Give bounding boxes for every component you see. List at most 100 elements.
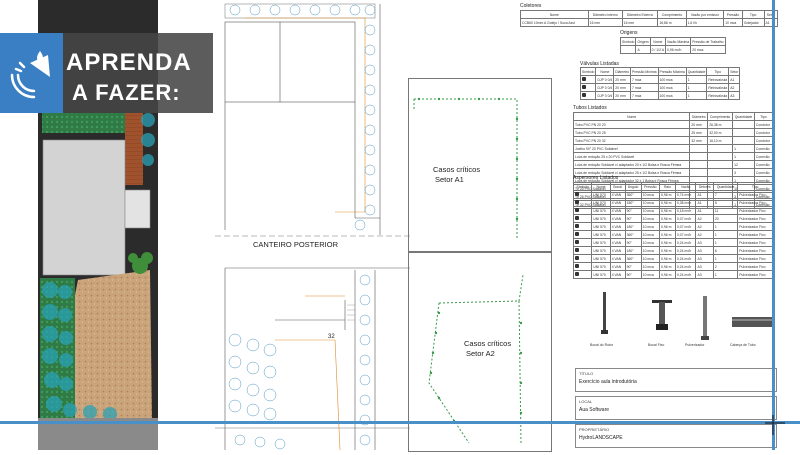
coletores-title: Coletores: [520, 3, 542, 9]
tubos-title: Tubos Listados: [573, 105, 607, 111]
aspersores-cell: [572, 238, 593, 247]
coletores-header-cell: Pressão: [723, 10, 743, 19]
tubos-cell: Conexão: [753, 152, 774, 161]
aspersores-cell: 90°: [624, 262, 642, 271]
sector-a1-subtitle: Setor A1: [435, 175, 464, 184]
aspersores-cell: 90°: [624, 214, 642, 223]
aspersores-cell: 0,96 m: [659, 198, 676, 207]
aspersores-cell: 0,24 m³/h: [674, 254, 697, 263]
aspersores-cell: 4 VAN: [609, 238, 626, 247]
pipe-head-icon: [732, 317, 772, 327]
aspersores-cell: 0,96 m: [659, 254, 676, 263]
coletores-cell: 16 mm: [587, 18, 623, 27]
tubos-cell: Tubo PVC PN 20 20: [572, 120, 691, 129]
aspersores-cell: 7: [712, 190, 739, 199]
aspersores-cell: UNI 570: [591, 246, 611, 255]
coletores-header-cell: Nome: [520, 10, 589, 19]
valvulas-header-cell: Pressão Mínima: [630, 67, 659, 76]
origens-header-cell: Pressão de Trabalho: [690, 37, 726, 46]
tubos-cell: Condutor: [753, 120, 774, 129]
aspersores-cell: [572, 270, 593, 279]
aspersores-header-cell: Símbolo: [572, 182, 593, 191]
aspersores-cell: 180°: [624, 198, 642, 207]
tubos-cell: [689, 152, 709, 161]
aspersores-cell: 180°: [624, 246, 642, 255]
aspersores-cell: 4 VAN: [609, 222, 626, 231]
aspersores-cell: 4 VAN: [609, 246, 626, 255]
symbol-icon: [575, 248, 579, 252]
titulo-value: Exercício aula introdutória: [579, 379, 637, 385]
aspersores-cell: Pulverizador Fixo: [737, 206, 773, 215]
valvulas-cell: 20 mm: [613, 75, 632, 84]
aspersores-cell: 10 mca: [640, 222, 661, 231]
irrigation-plan: CANTEIRO POSTERIOR 32: [215, 0, 410, 451]
valvulas-header-cell: Nome: [595, 67, 615, 76]
sector-a2-title: Casos críticos: [464, 339, 512, 348]
rotor-nozzle-icon: [601, 292, 608, 334]
aspersores-cell: Pulverizador Fixo: [737, 262, 773, 271]
aspersores-cell: 4 VAN: [609, 262, 626, 271]
aspersores-header-cell: Tipo: [737, 182, 773, 191]
aspersores-cell: 4 VAN: [609, 198, 626, 207]
aspersores-cell: 10 mca: [640, 270, 661, 279]
aspersores-cell: UNI 570: [591, 270, 611, 279]
valvulas-cell: DJP 0 0/4: [595, 91, 615, 100]
symbol-icon: [575, 200, 579, 204]
valvulas-cell: 20 mm: [613, 83, 632, 92]
tubos-cell: Conexão: [753, 160, 774, 169]
aspersores-cell: Pulverizador Fixo: [737, 222, 773, 231]
aspersores-cell: 360°: [624, 254, 642, 263]
local-value: Aua Software: [579, 407, 610, 413]
aspersores-cell: 1: [712, 270, 739, 279]
origens-cell: 0 / 1/2 A: [649, 45, 667, 54]
aspersores-header-cell: Setores: [695, 182, 714, 191]
valvulas-cell: 1: [685, 75, 708, 84]
tubos-cell: Luva de redução 25 x 20 PVC Soldável: [572, 152, 691, 161]
aspersores-cell: 0,96 m: [659, 246, 676, 255]
learn-badge: APRENDA A FAZER:: [0, 33, 213, 113]
sector-a1-drawing: [413, 97, 519, 239]
product-label-0: Bocal do Rotor: [590, 343, 614, 347]
aspersores-cell: 0,96 m: [659, 206, 676, 215]
dimension-32: 32: [328, 334, 335, 340]
accent-guide-horizontal: [0, 421, 800, 424]
valvulas-cell: 7 mca: [630, 91, 659, 100]
aspersores-cell: A1: [695, 198, 714, 207]
coletores-header-cell: Vazão por emissor: [685, 10, 725, 19]
aspersores-cell: UNI 570: [591, 238, 611, 247]
tubos-cell: Conexão: [753, 168, 774, 177]
tubos-cell: 32 mm: [689, 136, 709, 145]
origens-cell: 20 mca: [690, 45, 726, 54]
aspersores-cell: 0,24 m³/h: [674, 238, 697, 247]
symbol-icon: [582, 85, 586, 89]
symbol-icon: [575, 192, 579, 196]
valvulas-cell: [579, 75, 597, 84]
title-block-titulo: TÍTULO Exercício aula introdutória: [575, 368, 777, 392]
aspersores-cell: 10 mca: [640, 254, 661, 263]
aspersores-cell: [572, 214, 593, 223]
aspersores-cell: 0,24 m³/h: [674, 262, 697, 271]
symbol-icon: [575, 272, 579, 276]
aspersores-cell: 360°: [624, 190, 642, 199]
valvulas-cell: 7 mca: [630, 83, 659, 92]
aspersores-cell: 1: [712, 230, 739, 239]
aspersores-cell: 0,24 m³/h: [674, 270, 697, 279]
tubos-cell: Condutor: [753, 128, 774, 137]
tubos-cell: Condutor: [753, 136, 774, 145]
symbol-icon: [575, 256, 579, 260]
valvulas-cell: A1: [728, 75, 741, 84]
aspersores-cell: 10 mca: [640, 190, 661, 199]
